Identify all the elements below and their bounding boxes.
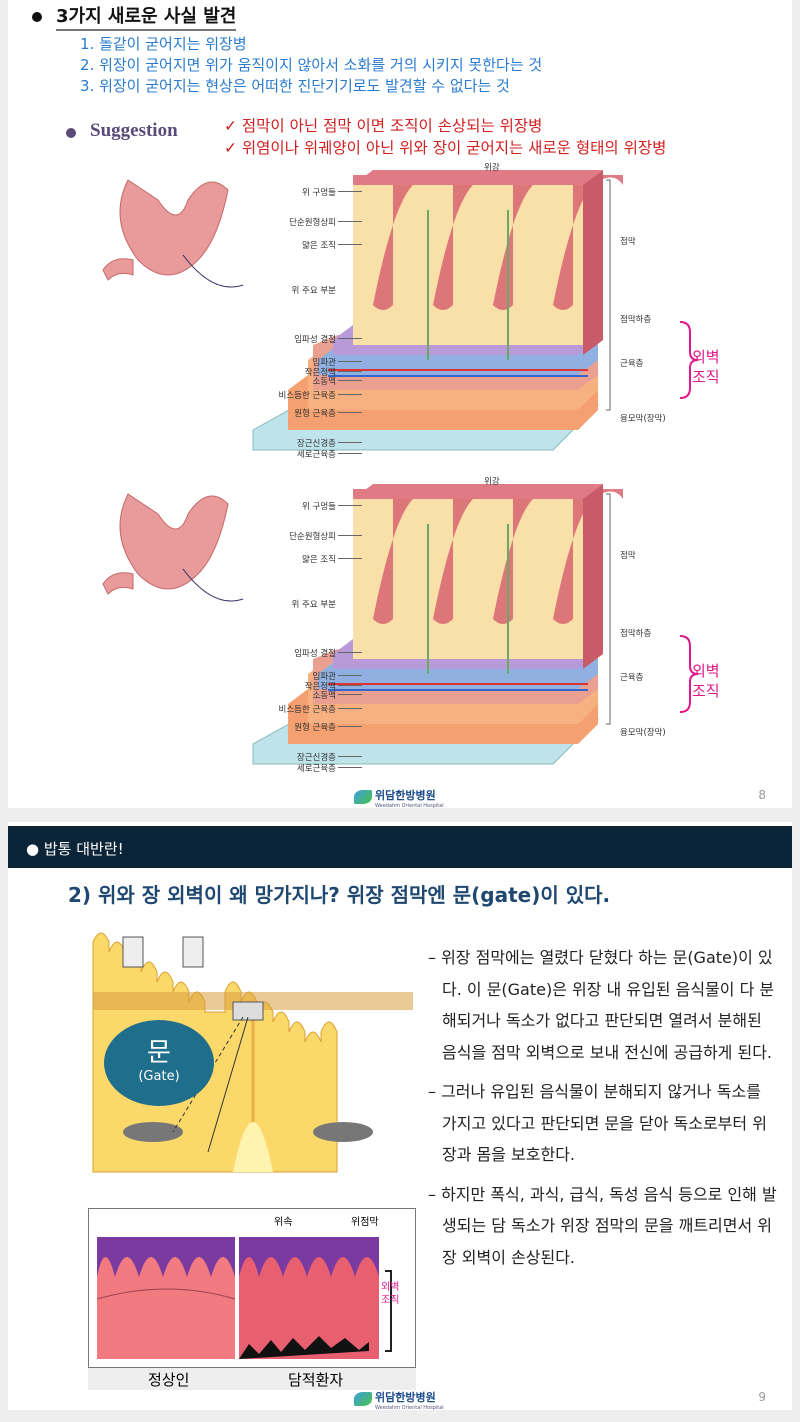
left-label: 소동맥 — [312, 691, 336, 701]
left-label: 장근신경층 — [296, 753, 336, 763]
leader-line — [338, 756, 362, 757]
slide-title: 2) 위와 장 외벽이 왜 망가지나? 위장 점막엔 문(gate)이 있다. — [68, 883, 611, 907]
fact-3: 3. 위장이 굳어지는 현상은 어떠한 진단기기로도 발견할 수 없다는 것 — [80, 77, 510, 95]
leader-line — [338, 191, 362, 192]
suggestion-label: Suggestion — [90, 120, 178, 141]
leader-line — [338, 394, 362, 395]
left-label: 작은정맥 — [304, 368, 336, 378]
gate-bubble: 문 (Gate) — [104, 1020, 214, 1106]
leader-line — [338, 535, 362, 536]
slide-9: ● 밥통 대반란! 2) 위와 장 외벽이 왜 망가지나? 위장 점막엔 문(g… — [8, 822, 792, 1411]
left-label: 세로근육층 — [296, 450, 336, 460]
logo-mark-icon — [354, 789, 372, 804]
fact-2: 2. 위장이 굳어지면 위가 움직이지 않아서 소화를 거의 시키지 못한다는 … — [80, 56, 543, 74]
left-label: 얇은 조직 — [302, 241, 336, 251]
slide-8: 3가지 새로운 사실 발견 1. 돌같이 굳어지는 위장병 2. 위장이 굳어지… — [8, 0, 792, 809]
left-label: 장근신경층 — [296, 439, 336, 449]
left-label: 위 구멍들 — [302, 188, 336, 198]
leader-line — [338, 558, 362, 559]
left-label: 단순원형상피 — [289, 532, 336, 542]
leader-line — [338, 708, 362, 709]
label-lumen: 위강 — [484, 163, 500, 173]
paragraph-3: – 하지만 폭식, 과식, 급식, 독성 음식 등으로 인해 발생되는 담 독소… — [428, 1184, 777, 1267]
leader-line — [338, 361, 362, 362]
label-stomach-inside: 위속 — [274, 1217, 293, 1228]
left-label: 단순원형상피 — [289, 218, 336, 228]
label-mucosa: 위점막 — [351, 1217, 379, 1228]
fact-1: 1. 돌같이 굳어지는 위장병 — [80, 35, 247, 53]
right-label: 점막 — [620, 237, 636, 247]
leader-line — [338, 338, 362, 339]
gate-cell-illustration — [92, 932, 413, 1173]
leader-line — [338, 726, 362, 727]
right-label: 점막하층 — [620, 629, 652, 639]
bullet — [32, 12, 42, 22]
page-number: 9 — [758, 1390, 766, 1404]
left-label: 소동맥 — [312, 377, 336, 387]
left-label: 임파성 결절 — [294, 335, 336, 345]
page-number: 8 — [758, 788, 766, 802]
left-label: 비스듬한 근육층 — [278, 705, 336, 715]
leader-line — [338, 652, 362, 653]
right-label: 융모막(장막) — [620, 414, 666, 424]
leader-line — [338, 453, 362, 454]
left-label: 위 구멍들 — [302, 502, 336, 512]
leader-line — [338, 675, 362, 676]
right-label: 융모막(장막) — [620, 728, 666, 738]
left-label: 원형 근육층 — [294, 409, 336, 419]
label-lumen: 위강 — [484, 477, 500, 487]
leader-line — [338, 505, 362, 506]
slide-header: ● 밥통 대반란! — [8, 826, 792, 868]
logo-mark-icon — [354, 1391, 372, 1406]
leader-line — [338, 380, 362, 381]
paragraph-2: – 그러나 유입된 음식물이 분해되지 않거나 독소를 가지고 있다고 판단되면… — [428, 1082, 767, 1164]
left-label: 원형 근육층 — [294, 723, 336, 733]
left-label: 얇은 조직 — [302, 555, 336, 565]
left-label: 임파관 — [312, 358, 336, 368]
leader-line — [338, 685, 362, 686]
left-label: 위 주요 부분 — [291, 600, 336, 610]
right-label: 점막하층 — [620, 315, 652, 325]
bullet — [66, 128, 76, 138]
leader-line — [338, 244, 362, 245]
left-label: 세로근육층 — [296, 764, 336, 774]
comparison-illustration — [96, 1237, 392, 1359]
stomach-tissue-illustration — [102, 484, 699, 765]
suggestion-2: ✓ 위염이나 위궤양이 아닌 위와 장이 굳어지는 새로운 형태의 위장병 — [224, 139, 667, 157]
left-label: 임파관 — [312, 672, 336, 682]
comparison-caption: 정상인 담적환자 — [88, 1368, 416, 1390]
left-label: 임파성 결절 — [294, 649, 336, 659]
left-label: 위 주요 부분 — [291, 286, 336, 296]
leader-line — [338, 442, 362, 443]
explanation-text: – 위장 점막에는 열렸다 닫혔다 하는 문(Gate)이 있다. 이 문(Ga… — [428, 942, 778, 1281]
stomach-tissue-illustration — [102, 170, 699, 451]
leader-line — [338, 767, 362, 768]
leader-line — [338, 694, 362, 695]
right-label: 근육층 — [620, 673, 644, 683]
leader-line — [338, 371, 362, 372]
left-label: 비스듬한 근육층 — [278, 391, 336, 401]
leader-line — [338, 412, 362, 413]
leader-line — [338, 221, 362, 222]
right-label: 근육층 — [620, 359, 644, 369]
section-heading: 3가지 새로운 사실 발견 — [56, 2, 237, 31]
suggestion-1: ✓ 점막이 아닌 점막 이면 조직이 손상되는 위장병 — [224, 117, 543, 135]
paragraph-1: – 위장 점막에는 열렸다 닫혔다 하는 문(Gate)이 있다. 이 문(Ga… — [428, 948, 775, 1062]
left-label: 작은정맥 — [304, 682, 336, 692]
right-label: 점막 — [620, 551, 636, 561]
